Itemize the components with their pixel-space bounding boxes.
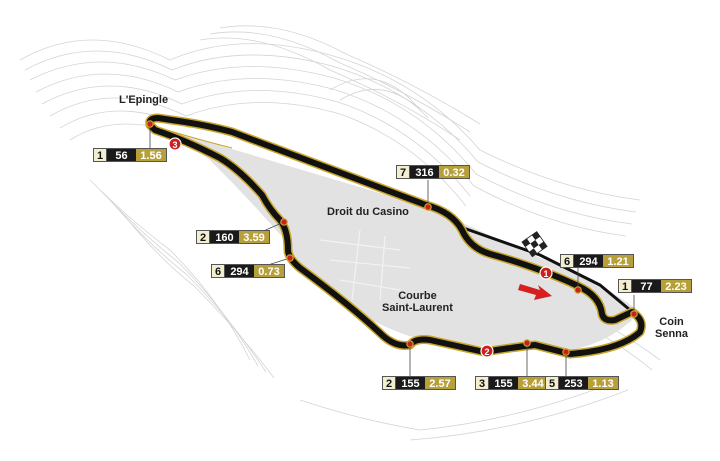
zone-number: 3 <box>172 140 177 150</box>
gforce-value: 1.56 <box>136 149 166 162</box>
label-line: Senna <box>655 328 689 340</box>
corner-badge-5: 6 294 1.21 <box>560 254 634 268</box>
label-droit-du-casino: Droit du Casino <box>327 206 409 218</box>
gear-value: 5 <box>546 377 559 390</box>
corner-badge-2: 7 316 0.32 <box>396 165 470 179</box>
speed-value: 253 <box>559 377 588 390</box>
hairpin-return <box>159 127 233 149</box>
gforce-value: 1.13 <box>588 377 618 390</box>
label-line: Coin <box>659 316 684 328</box>
zone-marker-1: 1 <box>539 266 553 280</box>
speed-value: 294 <box>574 255 603 268</box>
speed-value: 294 <box>225 265 254 278</box>
zone-marker-2: 2 <box>480 344 494 358</box>
gear-value: 3 <box>476 377 489 390</box>
corner-badge-4: 6 294 0.73 <box>211 264 285 278</box>
gear-value: 1 <box>619 280 632 293</box>
gforce-value: 0.32 <box>439 166 469 179</box>
speed-value: 77 <box>632 280 661 293</box>
corner-badge-1: 1 56 1.56 <box>93 148 167 162</box>
corner-badge-3: 2 160 3.59 <box>196 230 270 244</box>
gforce-value: 3.44 <box>518 377 548 390</box>
city-blocks <box>319 229 411 301</box>
corner-badge-7: 2 155 2.57 <box>382 376 456 390</box>
gear-value: 6 <box>561 255 574 268</box>
direction-arrow-icon <box>518 284 552 300</box>
speed-value: 316 <box>410 166 439 179</box>
speed-value: 160 <box>210 231 239 244</box>
speed-value: 155 <box>396 377 425 390</box>
corner-badge-9: 5 253 1.13 <box>545 376 619 390</box>
gear-value: 2 <box>197 231 210 244</box>
corner-badge-8: 3 155 3.44 <box>475 376 549 390</box>
corner-badge-6: 1 77 2.23 <box>618 279 692 293</box>
speed-value: 56 <box>107 149 136 162</box>
zone-number: 1 <box>543 269 548 279</box>
gforce-value: 1.21 <box>603 255 633 268</box>
gforce-value: 0.73 <box>254 265 284 278</box>
label-line: Saint-Laurent <box>382 302 453 314</box>
zone-marker-3: 3 <box>168 137 182 151</box>
gear-value: 2 <box>383 377 396 390</box>
gear-value: 1 <box>94 149 107 162</box>
gear-value: 7 <box>397 166 410 179</box>
label-coin-senna: Coin Senna <box>655 316 688 340</box>
zone-number: 2 <box>484 347 489 357</box>
speed-value: 155 <box>489 377 518 390</box>
gforce-value: 2.23 <box>661 280 691 293</box>
island-land <box>168 130 640 352</box>
gforce-value: 3.59 <box>239 231 269 244</box>
corner-markers <box>146 120 638 356</box>
track-surface <box>146 115 645 357</box>
gforce-value: 2.57 <box>425 377 455 390</box>
gear-value: 6 <box>212 265 225 278</box>
label-epingle: L'Epingle <box>119 94 169 106</box>
label-line: Courbe <box>398 290 437 302</box>
label-courbe-saint-laurent: Courbe Saint-Laurent <box>382 290 453 314</box>
pit-lane <box>454 223 631 312</box>
checkered-flag-icon <box>521 231 548 258</box>
